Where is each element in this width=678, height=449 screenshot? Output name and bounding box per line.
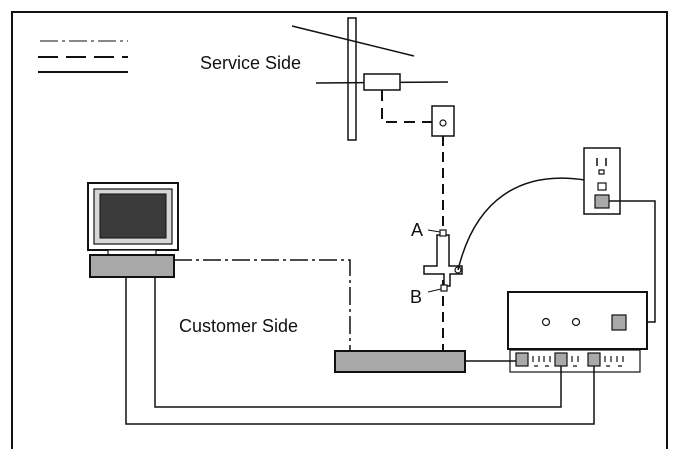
legend: [38, 40, 128, 73]
outlet-small-jack: [597, 182, 607, 191]
wall-outlet-icon: [583, 147, 621, 215]
computer-base: [89, 254, 175, 278]
outlet-power-plug: [594, 194, 610, 209]
data-line: [174, 259, 351, 351]
diagram-frame: [11, 11, 668, 449]
modem-light-1: [541, 317, 551, 327]
service-side-label: Service Side: [200, 53, 301, 73]
monitor-screen: [99, 193, 167, 239]
power-strip-icon: [509, 349, 641, 373]
computer-power-cord-1: [154, 277, 562, 408]
point-a-label: A: [411, 220, 423, 240]
modem-power-port: [611, 314, 627, 331]
splitter-port-b: [440, 284, 448, 292]
pointer-b: [427, 288, 442, 293]
computer-monitor-icon: [87, 182, 179, 278]
modem-icon: [507, 291, 648, 350]
service-drop-line: [381, 90, 432, 123]
pointer-a: [427, 229, 441, 233]
point-b-label: B: [410, 287, 422, 307]
network-interface-device-icon: [431, 105, 455, 137]
phone-cord: [457, 177, 603, 271]
customer-side-label: Customer Side: [179, 316, 298, 336]
utility-pole-icon: [291, 17, 449, 141]
computer-power-cord-2: [125, 277, 595, 425]
splitter-icon: [423, 229, 463, 292]
customer-side-device: [334, 350, 466, 373]
splitter-port-a: [439, 229, 447, 237]
pole-transformer: [363, 73, 401, 91]
modem-light-2: [571, 317, 581, 327]
